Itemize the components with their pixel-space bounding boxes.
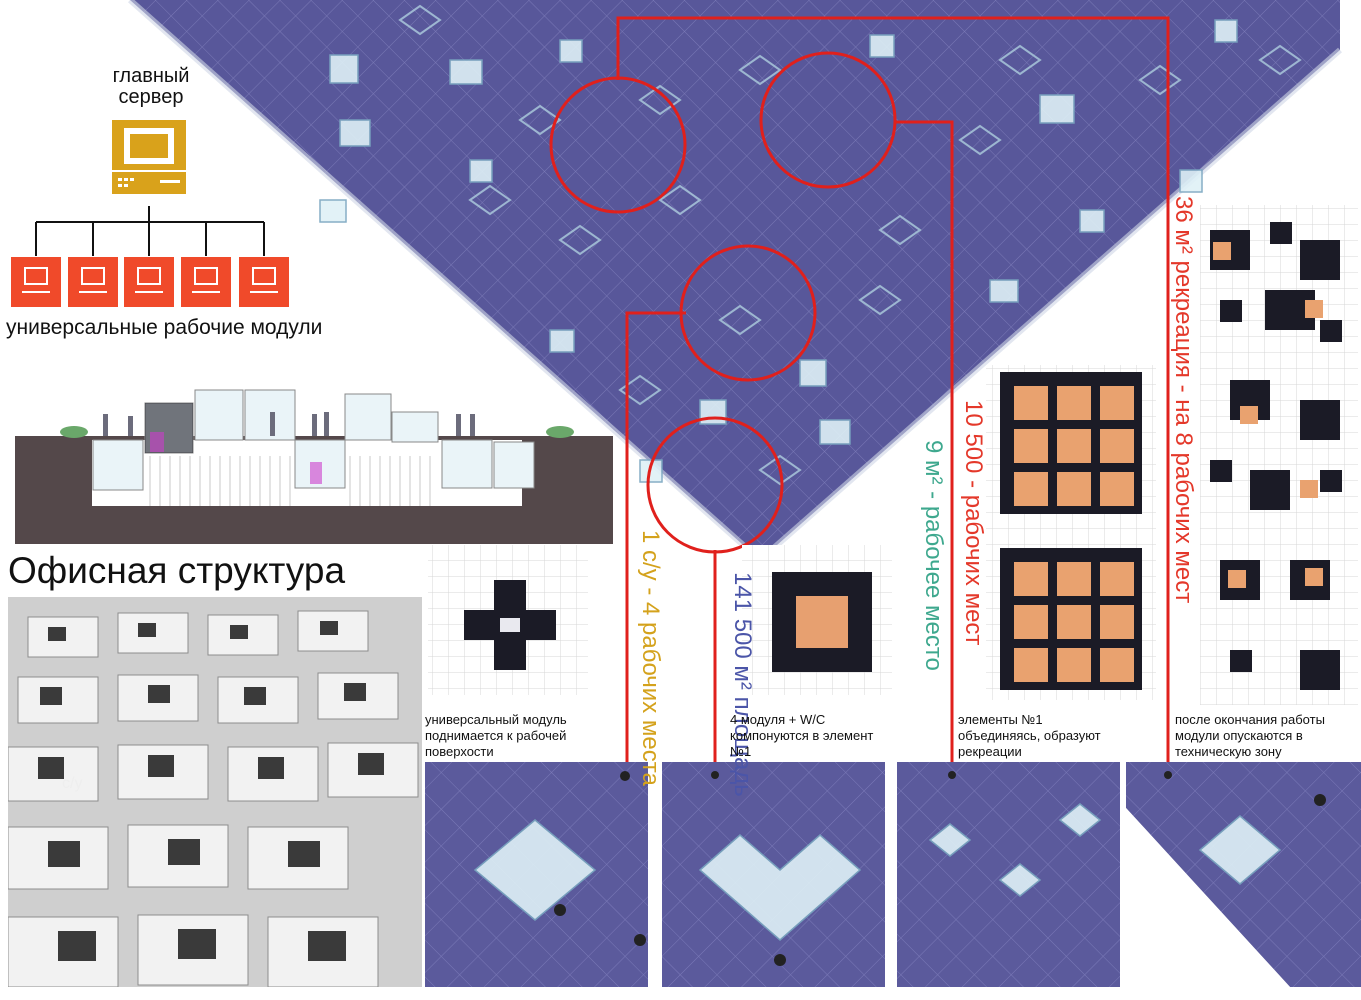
office-title: Офисная структура	[8, 550, 346, 591]
workspace-modules	[319, 19, 1238, 483]
module-cross	[464, 580, 556, 670]
caption-step4: после окончания работы модули опускаются…	[1175, 712, 1325, 759]
modules-caption: универсальные рабочие модули	[6, 316, 323, 339]
tech-zone-plan	[1210, 222, 1342, 690]
element-plan	[772, 572, 872, 672]
caption-step1: универсальный модуль поднимается к рабоч…	[425, 712, 567, 759]
label-recreation: 36 м² рекреация - на 8 рабочих мест	[1170, 196, 1197, 604]
workspace-cells	[398, 4, 1302, 486]
floor-plate	[130, 0, 1340, 560]
section-drawing	[15, 389, 613, 544]
label-workplace-area: 9 м² - рабочее место	[920, 440, 947, 671]
recreation-plan	[1000, 372, 1142, 690]
office-cubicles-photo	[8, 597, 422, 987]
caption-step2: 4 модуля + W/C компонуются в элемент №1	[730, 712, 874, 759]
network-diagram	[11, 120, 289, 307]
step-panels	[425, 762, 1361, 987]
label-area: 141 500 м² площадь	[729, 572, 756, 797]
server-label: главный сервер	[112, 65, 190, 108]
label-workplaces: 10 500 - рабочих мест	[960, 400, 987, 646]
callout-lines	[616, 16, 1170, 775]
label-wc-ratio: 1 с/у - 4 рабочих места	[637, 530, 664, 786]
photo-wc-label: с/у	[62, 775, 83, 792]
caption-step3: элементы №1 объединяясь, образуют рекреа…	[958, 712, 1101, 759]
